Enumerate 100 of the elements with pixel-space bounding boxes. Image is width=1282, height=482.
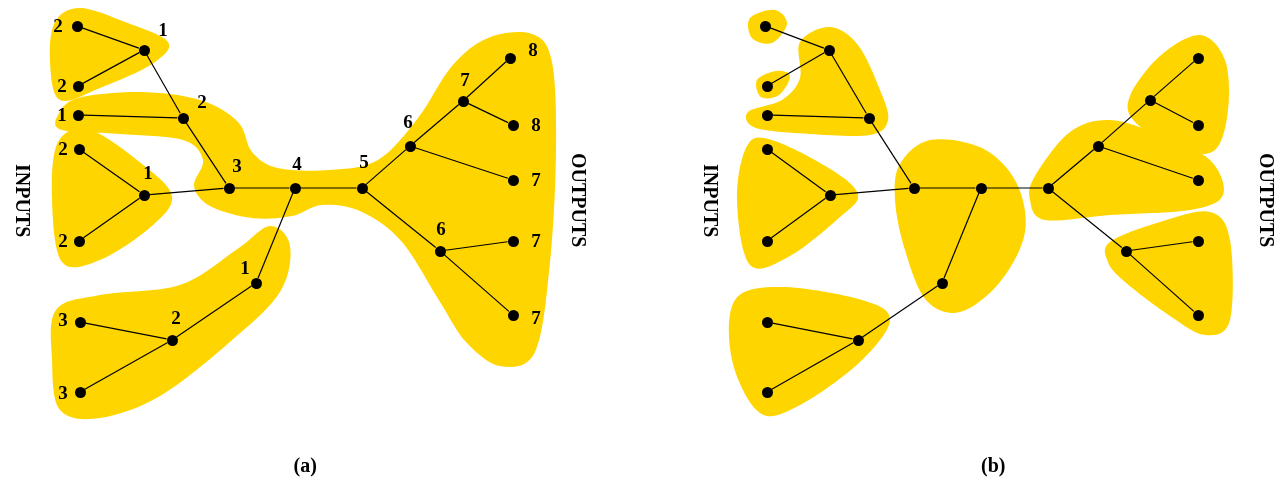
node-dot [223, 182, 235, 194]
connector-line [444, 241, 509, 251]
connector-line [1051, 190, 1123, 249]
connector-line [861, 285, 939, 338]
cluster-region [51, 128, 173, 268]
node-number: 1 [239, 258, 251, 278]
node-dot [1192, 52, 1204, 64]
node-dot [72, 80, 84, 92]
cluster-region [728, 287, 890, 417]
cluster-region [745, 26, 889, 137]
node-dot [759, 20, 771, 32]
connector-line [299, 187, 358, 189]
cluster-region [756, 70, 791, 99]
node-number: 7 [530, 308, 542, 328]
node-number: 6 [435, 219, 447, 239]
node-dot [1092, 140, 1104, 152]
node-dot [504, 52, 516, 64]
node-dot [74, 316, 86, 328]
node-dot [177, 112, 189, 124]
side-label: OUTPUTS [1254, 153, 1278, 248]
node-dot [166, 334, 178, 346]
connector-line [1153, 61, 1195, 97]
connector-line [871, 122, 912, 184]
panel-label: (a) [293, 453, 317, 477]
node-dot [908, 182, 920, 194]
cluster-region [1029, 119, 1224, 221]
node-dot [289, 182, 301, 194]
panel-label: (b) [981, 453, 1006, 477]
node-dot [975, 182, 987, 194]
node-dot [507, 174, 519, 186]
node-dot [507, 119, 519, 131]
node-number: 3 [231, 156, 243, 176]
node-dot [1192, 174, 1204, 186]
node-dot [1192, 119, 1204, 131]
node-dot [936, 277, 948, 289]
node-dot [1042, 182, 1054, 194]
node-number: 1 [157, 20, 169, 40]
connector-line [831, 54, 867, 114]
connector-line [84, 322, 168, 340]
connector-line [1051, 148, 1095, 186]
node-number: 8 [530, 115, 542, 135]
node-dot [507, 309, 519, 321]
node-dot [73, 143, 85, 155]
connector-line [467, 102, 509, 124]
connector-line [771, 52, 825, 84]
node-dot [1144, 94, 1156, 106]
node-number: 1 [142, 163, 154, 183]
connector-line [443, 254, 510, 312]
connector-line [771, 322, 854, 340]
node-number: 2 [170, 308, 182, 328]
node-number: 2 [57, 139, 69, 159]
side-label: OUTPUTS [566, 153, 590, 248]
node-number: 1 [56, 105, 68, 125]
connector-line [771, 342, 854, 390]
connector-line [770, 151, 827, 193]
connector-line [1129, 254, 1195, 312]
connector-line [918, 187, 977, 189]
connector-line [771, 114, 865, 119]
node-dot [761, 80, 773, 92]
side-label: INPUTS [10, 163, 34, 237]
connector-line [466, 61, 507, 98]
node-dot [404, 140, 416, 152]
side-label: INPUTS [698, 163, 722, 237]
node-number: 7 [530, 170, 542, 190]
node-number: 3 [57, 383, 69, 403]
connector-line [82, 52, 140, 84]
cluster-region [894, 139, 1026, 313]
node-dot [761, 109, 773, 121]
node-dot [71, 20, 83, 32]
node-number: 6 [402, 112, 414, 132]
connector-line [185, 122, 227, 184]
connector-line [233, 187, 291, 189]
node-dot [1192, 235, 1204, 247]
node-dot [824, 189, 836, 201]
node-dot [138, 189, 150, 201]
connector-line [414, 147, 509, 179]
connector-line [1101, 103, 1147, 143]
node-dot [250, 277, 262, 289]
connector-line [257, 192, 294, 279]
cluster-region [50, 225, 291, 420]
connector-line [365, 149, 407, 185]
connector-line [148, 187, 225, 196]
node-dot [863, 112, 875, 124]
node-number: 2 [56, 76, 68, 96]
connector-line [834, 187, 910, 196]
node-dot [74, 386, 86, 398]
node-dot [761, 235, 773, 247]
connector-line [146, 54, 181, 114]
node-dot [1192, 309, 1204, 321]
node-dot [72, 109, 84, 121]
cluster-region [1127, 34, 1230, 155]
connector-line [413, 103, 460, 144]
cluster-region [1104, 211, 1233, 336]
node-number: 7 [459, 70, 471, 90]
connector-line [365, 190, 437, 249]
connector-line [84, 342, 168, 390]
connector-line [1130, 241, 1194, 251]
node-dot [761, 143, 773, 155]
node-number: 2 [52, 16, 64, 36]
connector-line [82, 151, 141, 193]
